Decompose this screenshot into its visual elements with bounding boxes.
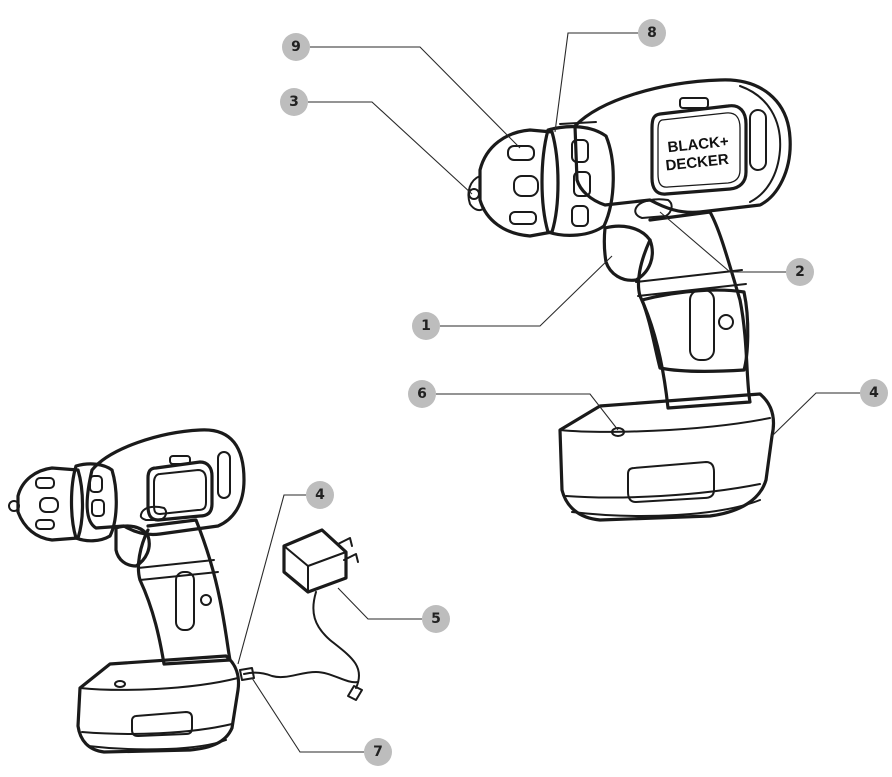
leader-8 (555, 33, 638, 132)
charger-adapter (284, 530, 346, 592)
callouts: 9 8 3 2 1 6 4 4 (280, 19, 888, 766)
callout-7: 7 (364, 738, 392, 766)
callout-3: 3 (280, 88, 308, 116)
svg-text:3: 3 (289, 94, 299, 110)
charger-cord (313, 592, 359, 688)
svg-text:8: 8 (647, 25, 657, 41)
svg-text:1: 1 (421, 318, 431, 334)
callout-4-bottom: 4 (306, 481, 334, 509)
leader-7 (252, 678, 364, 752)
small-drill-battery-base (78, 656, 239, 752)
callout-9: 9 (282, 33, 310, 61)
leader-lines (238, 33, 866, 752)
small-drill (9, 430, 244, 752)
svg-text:7: 7 (373, 744, 383, 760)
svg-text:9: 9 (291, 39, 301, 55)
leader-9 (310, 47, 520, 148)
svg-text:4: 4 (315, 487, 325, 503)
svg-text:6: 6 (417, 386, 427, 402)
leader-4a (772, 393, 866, 436)
callout-8: 8 (638, 19, 666, 47)
svg-text:5: 5 (431, 611, 441, 627)
leader-4b (238, 495, 306, 664)
leader-1 (440, 256, 612, 326)
callout-2: 2 (786, 258, 814, 286)
callout-4-top: 4 (860, 379, 888, 407)
small-drill-handle (138, 520, 230, 664)
svg-text:2: 2 (795, 264, 805, 280)
svg-text:4: 4 (869, 385, 879, 401)
large-drill: BLACK+ DECKER (468, 80, 790, 520)
leader-5 (338, 588, 422, 619)
large-drill-rear-vent (750, 110, 766, 170)
callout-5: 5 (422, 605, 450, 633)
callout-1: 1 (412, 312, 440, 340)
leader-3 (308, 102, 472, 194)
charger (240, 530, 362, 700)
callout-6: 6 (408, 380, 436, 408)
